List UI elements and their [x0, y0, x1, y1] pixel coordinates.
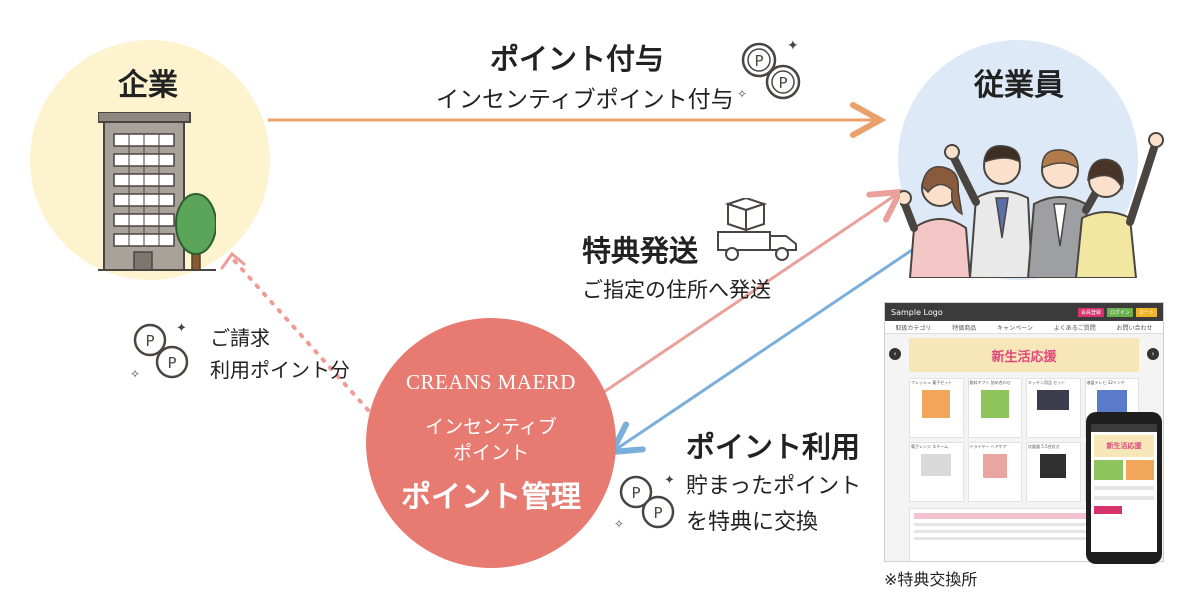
employees-illustration — [900, 132, 1164, 278]
svg-text:P: P — [145, 332, 154, 350]
grant-subtitle: インセンティブポイント付与 — [436, 87, 734, 113]
coin-icon: P — [741, 42, 777, 78]
product-card[interactable]: 炊飯器 5.5合炊き — [1026, 442, 1081, 502]
sparkle-icon: ✦ — [664, 473, 675, 488]
company-label: 企業 — [118, 68, 178, 103]
sparkle-icon: ✧ — [130, 367, 140, 381]
system-title: ポイント管理 — [401, 480, 581, 515]
usage-subtitle-2: を特典に交換 — [686, 510, 819, 535]
svg-text:P: P — [631, 484, 640, 502]
truck-icon — [717, 198, 797, 261]
system-line1: インセンティブ — [425, 416, 557, 438]
coin-icon: P — [155, 345, 189, 379]
brand-name: CREANS MAERD — [406, 370, 576, 394]
shipping-title: 特典発送 — [582, 234, 699, 268]
coin-icon: P — [133, 323, 167, 357]
exchange-site-caption: ※特典交換所 — [884, 570, 978, 589]
product-card[interactable]: フレッシュ 菓子セット — [909, 378, 964, 438]
sparkle-icon: ✧ — [737, 87, 747, 101]
product-card[interactable]: キッチン用品 セット — [1026, 378, 1081, 438]
site-nav-item[interactable]: 特価商品 — [952, 324, 977, 332]
site-badge-login[interactable]: ログイン — [1106, 307, 1133, 317]
site-header: Sample Logo 会員登録 ログイン カート — [885, 303, 1163, 321]
grant-title: ポイント付与 — [490, 42, 665, 76]
system-line2: ポイント — [452, 442, 529, 464]
sparkle-icon: ✧ — [614, 517, 624, 531]
billing-line2: 利用ポイント分 — [210, 358, 350, 382]
usage-title: ポイント利用 — [686, 430, 861, 464]
product-card[interactable]: 電子レンジ スチーム — [909, 442, 964, 502]
brand-logo: CREANS MAERD — [366, 370, 616, 395]
sparkle-icon: ✦ — [176, 321, 187, 336]
shipping-subtitle: ご指定の住所へ発送 — [582, 278, 771, 302]
employees-label: 従業員 — [974, 68, 1064, 103]
site-nav-item[interactable]: キャンペーン — [997, 324, 1033, 332]
phone-banner-title: 新生活応援 — [1106, 442, 1142, 450]
site-logo: Sample Logo — [891, 307, 943, 317]
shipping-arrow — [591, 192, 900, 402]
coin-icon: P — [765, 64, 801, 100]
product-card[interactable]: ドライヤー ヘアケア — [967, 442, 1022, 502]
usage-coins: P P ✦ ✧ — [614, 473, 675, 531]
site-badge-register[interactable]: 会員登録 — [1077, 307, 1104, 317]
usage-arrow — [612, 248, 913, 452]
site-banner-title: 新生活応援 — [991, 349, 1057, 365]
site-nav-item[interactable]: よくあるご質問 — [1053, 324, 1096, 332]
phone-screen: 新生活応援 — [1091, 424, 1157, 552]
billing-line1: ご請求 — [210, 326, 270, 350]
svg-text:P: P — [653, 504, 662, 522]
smartphone-mockup: 新生活応援 — [1086, 412, 1162, 564]
site-nav-item[interactable]: 取扱カテゴリ — [895, 324, 932, 332]
svg-text:P: P — [167, 354, 176, 372]
sparkle-icon: ✦ — [787, 38, 799, 54]
site-banner: 新生活応援 ‹ › — [889, 338, 1159, 372]
banner-next-button[interactable]: › — [1147, 348, 1159, 360]
svg-text:P: P — [754, 52, 763, 70]
site-badge-cart[interactable]: カート — [1135, 307, 1157, 317]
product-card[interactable]: 飲料ギフト 詰め合わせ — [967, 378, 1022, 438]
grant-coins: P P ✦ ✧ — [737, 38, 801, 101]
banner-prev-button[interactable]: ‹ — [889, 348, 901, 360]
box-icon — [724, 198, 768, 232]
billing-coins: P P ✦ ✧ — [130, 321, 189, 381]
usage-subtitle-1: 貯まったポイント — [686, 474, 862, 499]
billing-arrow — [230, 256, 370, 412]
coin-icon: P — [619, 475, 653, 509]
site-nav-item[interactable]: お問い合わせ — [1116, 324, 1153, 332]
coin-icon: P — [641, 495, 675, 529]
svg-text:P: P — [778, 74, 787, 92]
site-nav: 取扱カテゴリ 特価商品 キャンペーン よくあるご質問 お問い合わせ — [885, 321, 1163, 334]
point-system-circle — [366, 318, 616, 568]
building-icon — [98, 112, 216, 271]
